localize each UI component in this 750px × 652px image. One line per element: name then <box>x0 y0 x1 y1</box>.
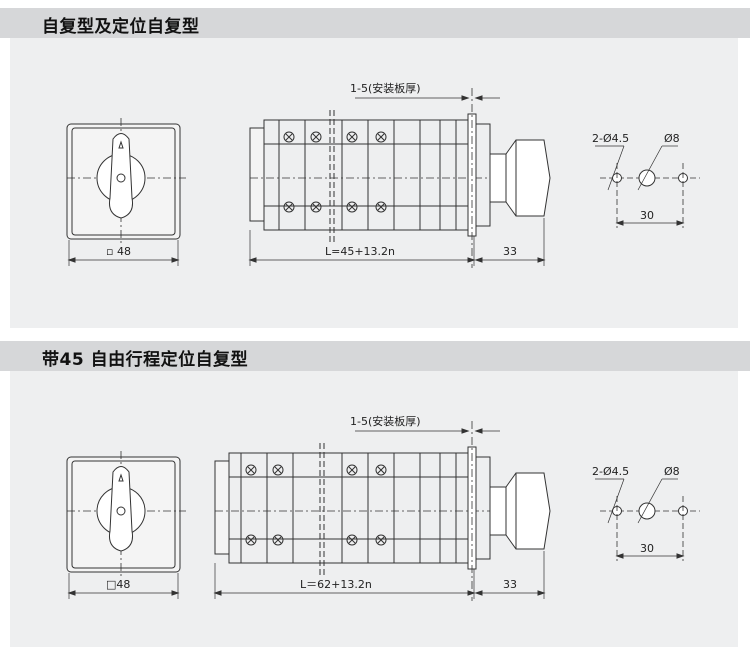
section-header-1: 自复型及定位自复型 <box>0 8 750 38</box>
knob-depth-label-1: 33 <box>503 245 517 258</box>
front-view-1 <box>66 118 186 266</box>
knob-depth-label-2: 33 <box>503 578 517 591</box>
diagram-panel-2: □48 L＝62+13.2n 1-5(安装板厚) 33 2-Ø4.5 Ø8 30 <box>10 371 738 647</box>
diagram-panel-1: ▫ 48 L=45+13.2n 1-5(安装板厚) 33 2-Ø4.5 Ø8 3… <box>10 38 738 328</box>
mount-thickness-label-2: 1-5(安装板厚) <box>350 414 421 428</box>
side-view-1 <box>248 88 551 268</box>
hole-pattern-1 <box>595 145 700 228</box>
hole-pattern-2 <box>595 478 700 561</box>
mount-thickness-label-1: 1-5(安装板厚) <box>350 81 421 95</box>
length-formula-label-2: L＝62+13.2n <box>300 578 372 591</box>
hole-big-label-1: Ø8 <box>664 132 680 145</box>
section-title-1: 自复型及定位自复型 <box>42 17 200 37</box>
hole-spacing-label-2: 30 <box>640 542 654 555</box>
hole-small-label-2: 2-Ø4.5 <box>592 465 629 478</box>
panel-size-label-1: ▫ 48 <box>106 245 131 258</box>
switch-drawing-1: ▫ 48 L=45+13.2n 1-5(安装板厚) 33 2-Ø4.5 Ø8 3… <box>66 81 700 268</box>
section-title-2: 带45 自由行程定位自复型 <box>42 350 249 370</box>
hole-spacing-label-1: 30 <box>640 209 654 222</box>
length-formula-label-1: L=45+13.2n <box>325 245 395 258</box>
section-header-2: 带45 自由行程定位自复型 <box>0 341 750 371</box>
hole-small-label-1: 2-Ø4.5 <box>592 132 629 145</box>
hole-big-label-2: Ø8 <box>664 465 680 478</box>
switch-drawing-2: □48 L＝62+13.2n 1-5(安装板厚) 33 2-Ø4.5 Ø8 30 <box>66 414 700 601</box>
side-view-2 <box>213 421 551 601</box>
panel-size-label-2: □48 <box>106 578 130 591</box>
front-view-2 <box>66 451 186 599</box>
